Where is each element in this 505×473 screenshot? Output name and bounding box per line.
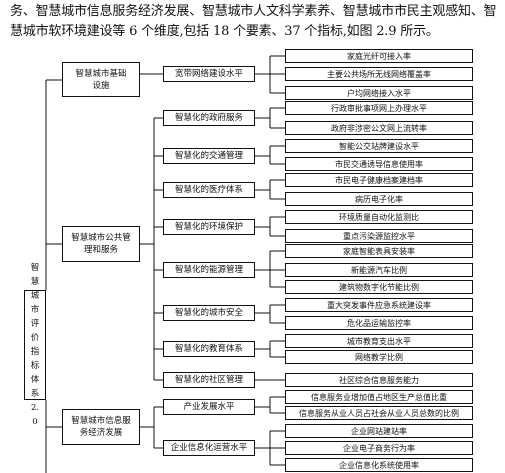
indicator-item: 网络教学比例 bbox=[285, 350, 473, 364]
root-label: 智慧城市评价指标体系2.0 bbox=[30, 263, 40, 427]
indicator-label: 家庭智能表具安装率 bbox=[343, 246, 415, 256]
indicator-label: 环境质量自动化监测比 bbox=[339, 212, 419, 222]
indicator-item: 环境质量自动化监测比 bbox=[285, 210, 473, 224]
indicator-label: 建筑物数字化节能比例 bbox=[339, 282, 419, 292]
indicator-item: 市民交通诱导信息使用率 bbox=[285, 157, 473, 171]
indicator-item: 家庭光纤可接入率 bbox=[285, 49, 473, 63]
element-gov-service: 智慧化的政府服务 bbox=[163, 110, 255, 126]
dimension-infrastructure: 智慧城市基础设施 bbox=[62, 62, 140, 97]
element-medical: 智慧化的医疗体系 bbox=[163, 182, 255, 198]
indicator-item: 病历电子化率 bbox=[285, 192, 473, 206]
dimension-public-service-label: 智慧城市公共管理和服务 bbox=[71, 233, 131, 255]
dimension-info-economy-label: 智慧城市信息服务经济发展 bbox=[71, 416, 131, 438]
indicator-label: 城市教育支出水平 bbox=[347, 336, 411, 346]
root-node: 智慧城市评价指标体系2.0 bbox=[24, 263, 46, 427]
indicator-label: 企业网站建站率 bbox=[351, 426, 407, 436]
paragraph-line-2: 慧城市软环境建设等 6 个维度,包括 18 个要素、37 个指标,如图 2.9 … bbox=[10, 24, 439, 39]
element-education-label: 智慧化的教育体系 bbox=[174, 344, 243, 354]
paragraph-line-1: 务、智慧城市信息服务经济发展、智慧城市人文科学素养、智慧城市市民主观感知、智 bbox=[10, 4, 497, 19]
element-city-safety-label: 智慧化的城市安全 bbox=[174, 308, 243, 318]
indicator-label: 行政审批事项网上办理水平 bbox=[331, 103, 427, 113]
element-environment-label: 智慧化的环境保护 bbox=[174, 222, 243, 232]
element-traffic-label: 智慧化的交通管理 bbox=[174, 151, 243, 161]
element-energy-label: 智慧化的能源管理 bbox=[174, 265, 243, 275]
indicator-label: 新能源汽车比例 bbox=[351, 265, 407, 275]
indicator-item: 城市教育支出水平 bbox=[285, 334, 473, 348]
indicator-item: 社区综合信息服务能力 bbox=[285, 373, 473, 387]
dimension-infrastructure-label: 智慧城市基础设施 bbox=[75, 68, 127, 91]
indicator-item: 新能源汽车比例 bbox=[285, 263, 473, 277]
indicator-item: 户均网络接入水平 bbox=[285, 86, 473, 100]
element-traffic: 智慧化的交通管理 bbox=[163, 148, 255, 164]
indicator-item: 重点污染源监控水平 bbox=[285, 229, 473, 243]
indicator-label: 信息服务从业人员占社会从业人员总数的比例 bbox=[299, 408, 459, 418]
indicator-label: 企业电子商务行为率 bbox=[343, 443, 415, 453]
indicator-label: 重点污染源监控水平 bbox=[343, 231, 415, 241]
indicator-label: 智能公交站牌建设水平 bbox=[339, 141, 419, 151]
indicator-item: 家庭智能表具安装率 bbox=[285, 244, 473, 258]
indicator-item: 企业网站建站率 bbox=[285, 424, 473, 438]
element-enterprise-it: 企业信息化运营水平 bbox=[163, 440, 255, 456]
indicator-label: 市民交通诱导信息使用率 bbox=[335, 159, 423, 169]
indicator-item: 行政审批事项网上办理水平 bbox=[285, 101, 473, 115]
element-gov-service-label: 智慧化的政府服务 bbox=[174, 113, 243, 123]
indicator-label: 病历电子化率 bbox=[355, 194, 403, 204]
indicator-item: 信息服务从业人员占社会从业人员总数的比例 bbox=[285, 406, 473, 420]
element-enterprise-it-label: 企业信息化运营水平 bbox=[170, 443, 248, 453]
element-industry: 产业发展水平 bbox=[163, 399, 255, 415]
indicator-item: 危化品运输监控率 bbox=[285, 316, 473, 330]
indicator-label: 网络教学比例 bbox=[355, 352, 403, 362]
indicator-label: 主要公共场所无线网络覆盖率 bbox=[327, 69, 431, 79]
indicator-label: 企业信息化系统使用率 bbox=[339, 460, 419, 470]
element-community: 智慧化的社区管理 bbox=[163, 372, 255, 388]
body-paragraph: 务、智慧城市信息服务经济发展、智慧城市人文科学素养、智慧城市市民主观感知、智 慧… bbox=[10, 2, 502, 42]
element-environment: 智慧化的环境保护 bbox=[163, 219, 255, 235]
indicator-label: 社区综合信息服务能力 bbox=[339, 375, 419, 385]
indicator-item: 主要公共场所无线网络覆盖率 bbox=[285, 67, 473, 81]
indicator-label: 户均网络接入水平 bbox=[347, 88, 411, 98]
element-city-safety: 智慧化的城市安全 bbox=[163, 305, 255, 321]
dimension-public-service: 智慧城市公共管理和服务 bbox=[62, 226, 140, 262]
indicator-item: 政府非涉密公文网上流转率 bbox=[285, 121, 473, 135]
indicator-item: 信息服务业增加值占地区生产总值比重 bbox=[285, 390, 473, 404]
indicator-label: 政府非涉密公文网上流转率 bbox=[331, 123, 427, 133]
indicator-label: 危化品运输监控率 bbox=[347, 318, 411, 328]
element-education: 智慧化的教育体系 bbox=[163, 341, 255, 357]
element-broadband-label: 宽带网络建设水平 bbox=[174, 69, 243, 79]
element-industry-label: 产业发展水平 bbox=[183, 402, 235, 412]
indicator-item: 重大突发事件应急系统建设率 bbox=[285, 298, 473, 312]
indicator-label: 信息服务业增加值占地区生产总值比重 bbox=[311, 392, 447, 402]
indicator-item: 智能公交站牌建设水平 bbox=[285, 139, 473, 153]
indicator-item: 建筑物数字化节能比例 bbox=[285, 280, 473, 294]
indicator-item: 企业电子商务行为率 bbox=[285, 441, 473, 455]
indicator-item: 企业信息化系统使用率 bbox=[285, 458, 473, 472]
indicator-label: 重大突发事件应急系统建设率 bbox=[327, 300, 431, 310]
dimension-info-economy: 智慧城市信息服务经济发展 bbox=[62, 409, 140, 445]
element-community-label: 智慧化的社区管理 bbox=[174, 375, 243, 385]
indicator-label: 家庭光纤可接入率 bbox=[347, 51, 411, 61]
indicator-item: 市民电子健康档案建档率 bbox=[285, 173, 473, 187]
element-medical-label: 智慧化的医疗体系 bbox=[174, 185, 243, 195]
element-energy: 智慧化的能源管理 bbox=[163, 262, 255, 278]
indicator-label: 市民电子健康档案建档率 bbox=[335, 175, 423, 185]
element-broadband: 宽带网络建设水平 bbox=[163, 66, 255, 82]
